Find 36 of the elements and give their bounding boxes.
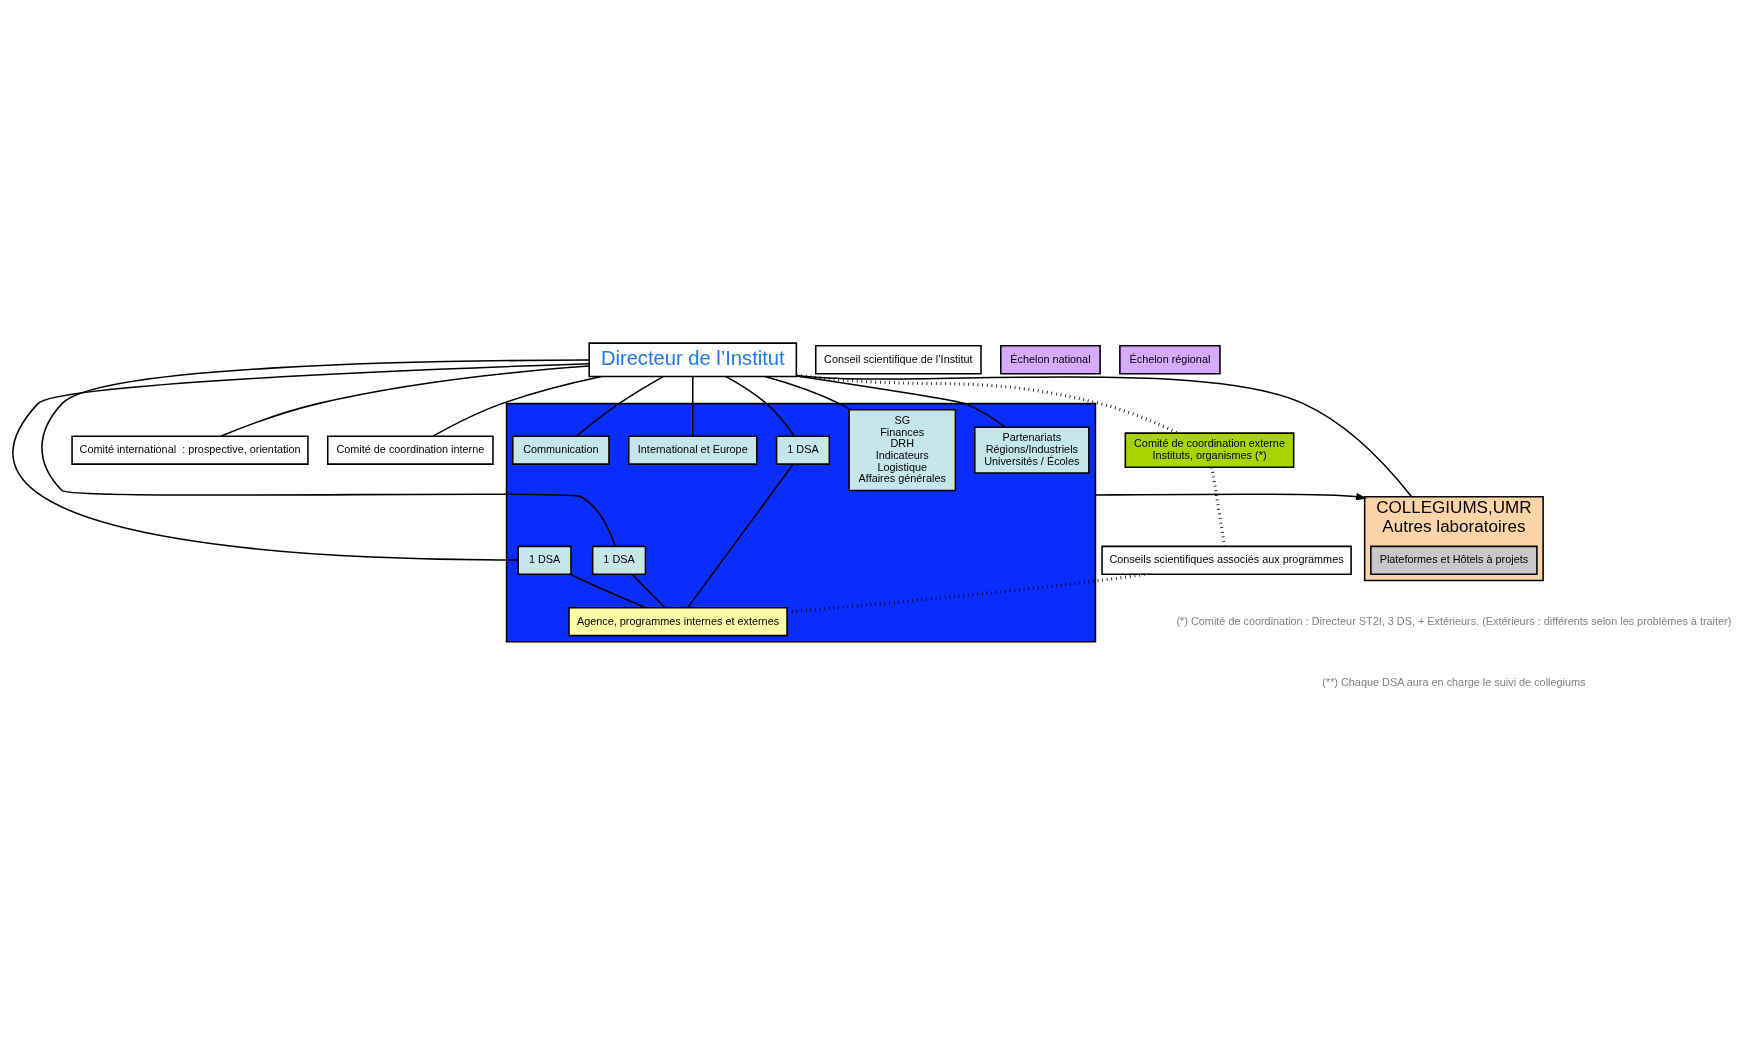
node-box: Directeur de l’Institut xyxy=(588,341,798,377)
arrow xyxy=(1094,492,1367,500)
node-box: Comité international : prospective, orientation xyxy=(71,434,309,465)
connector xyxy=(795,374,1006,428)
node-box: SG Finances DRH Indicateurs Logistique Affaires générales xyxy=(848,408,957,491)
connector xyxy=(569,573,647,608)
node-box: 1 DSA xyxy=(517,545,572,575)
connector xyxy=(786,572,1145,614)
connector xyxy=(795,374,1413,497)
connector xyxy=(692,375,694,437)
label: (*) Comité de coordination : Directeur ST2I, 3 DS, + Extérieurs. (Extérieurs : différents selon les problèmes à traiter) xyxy=(1176,614,1732,627)
connector xyxy=(575,375,664,437)
connector xyxy=(687,463,794,608)
node-box: Agence, programmes internes et externes xyxy=(568,606,788,636)
connector xyxy=(764,375,852,411)
node-box: Échelon national xyxy=(1000,344,1101,375)
node-box: Conseils scientifiques associés aux programmes xyxy=(1101,545,1352,575)
node-box: Plateformes et Hôtels à projets xyxy=(1370,545,1538,575)
connector xyxy=(796,373,1179,434)
node-box: Partenariats Régions/Industriels Universités / Écoles xyxy=(974,426,1090,474)
node-box: 1 DSA xyxy=(591,545,647,575)
node-box: Communication xyxy=(512,434,610,465)
connector xyxy=(725,375,796,437)
connector xyxy=(14,362,590,561)
connector xyxy=(219,364,590,437)
node-box: Comité de coordination interne xyxy=(326,434,494,465)
node-box: Comité de coordination externe Instituts, organismes (*) xyxy=(1124,431,1295,468)
label: (**) Chaque DSA aura en charge le suivi de collegiums xyxy=(1322,675,1586,688)
node-box: International et Europe xyxy=(628,434,758,465)
connector xyxy=(631,573,666,608)
connector xyxy=(432,375,603,437)
node-box: Échelon régional xyxy=(1119,344,1221,375)
node-box: Conseil scientifique de l’Institut xyxy=(814,344,982,375)
node-box: 1 DSA xyxy=(775,434,831,465)
cluster xyxy=(505,402,1097,643)
connector xyxy=(41,358,617,547)
